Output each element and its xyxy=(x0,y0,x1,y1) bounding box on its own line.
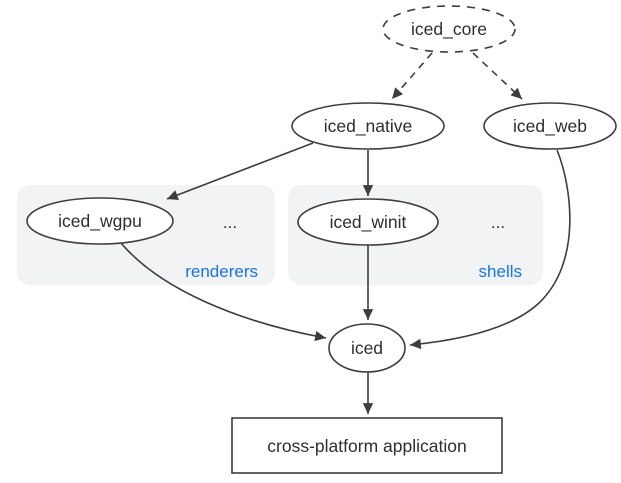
node-iced-wgpu: iced_wgpu xyxy=(26,197,174,245)
shells-ellipsis: ... xyxy=(491,213,505,232)
node-iced-web: iced_web xyxy=(483,102,617,150)
edge-iced-native-to-iced-wgpu xyxy=(166,142,314,200)
renderers-group-label: renderers xyxy=(185,262,258,281)
edge-iced-web-to-iced xyxy=(409,149,571,350)
node-iced: iced xyxy=(328,323,406,373)
renderers-ellipsis: ... xyxy=(223,213,237,232)
iced-ellipse xyxy=(328,323,406,373)
edge-iced-wgpu-to-iced xyxy=(120,242,327,342)
iced-core-ellipse xyxy=(382,5,516,53)
iced-label: iced xyxy=(351,338,383,358)
node-cross-platform-application: cross-platform application xyxy=(231,417,503,474)
node-iced-winit: iced_winit xyxy=(297,198,439,246)
edge-iced-core-to-iced-web xyxy=(472,52,523,100)
iced-web-ellipse xyxy=(483,102,617,150)
iced-web-label: iced_web xyxy=(513,116,587,137)
iced-core-label: iced_core xyxy=(411,19,487,40)
application-rect xyxy=(231,417,503,474)
node-iced-native: iced_native xyxy=(291,102,445,150)
edge-iced-core-to-iced-native xyxy=(391,52,433,100)
iced-native-label: iced_native xyxy=(324,116,413,137)
node-iced-core: iced_core xyxy=(382,5,516,53)
iced-winit-ellipse xyxy=(297,198,439,246)
iced-wgpu-ellipse xyxy=(26,197,174,245)
application-label: cross-platform application xyxy=(267,436,466,456)
iced-native-ellipse xyxy=(291,102,445,150)
shells-group-label: shells xyxy=(479,262,522,281)
iced-winit-label: iced_winit xyxy=(330,212,407,233)
iced-wgpu-label: iced_wgpu xyxy=(58,211,142,232)
